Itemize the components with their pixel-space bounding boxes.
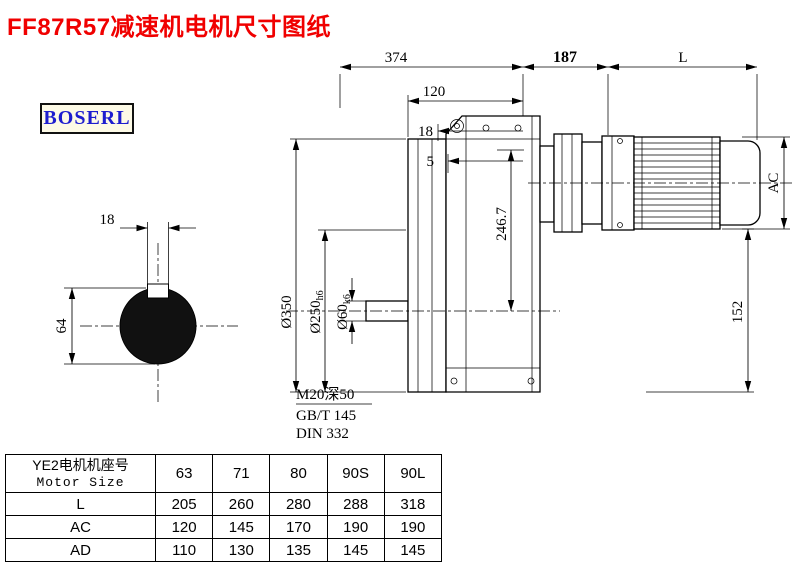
header-size-80: 80 <box>269 454 328 493</box>
table-cell: 260 <box>212 492 271 516</box>
header-motor-size-cell: YE2电机机座号 Motor Size <box>5 454 156 493</box>
mounting-flange <box>407 138 447 393</box>
table-cell: 205 <box>154 492 214 516</box>
dim-key-width-label: 18 <box>100 212 115 228</box>
table-header-row: YE2电机机座号 Motor Size 63 71 80 90S 90L <box>5 454 442 493</box>
row-label-AD: AD <box>5 538 156 562</box>
header-en-label: Motor Size <box>36 475 125 490</box>
dim-shaft-64-label: 64 <box>54 318 70 334</box>
dim-18-flange: 18 <box>418 124 523 141</box>
table-cell: 145 <box>383 538 442 562</box>
shaft-section-circle <box>119 287 197 365</box>
table-cell: 110 <box>154 538 214 562</box>
main-view-gearbox-motor <box>286 115 792 393</box>
table-row-L: L 205 260 280 288 318 <box>5 492 442 516</box>
dim-d350-label: Ø350 <box>279 295 295 328</box>
shaft-section-view <box>80 243 238 405</box>
table-row-AC: AC 120 145 170 190 190 <box>5 515 442 539</box>
brand-logo: BOSERL <box>40 103 134 134</box>
note-thread: M20深50 <box>296 386 354 403</box>
page-title: FF87R57减速机电机尺寸图纸 <box>7 14 332 41</box>
dim-120-label: 120 <box>423 84 446 100</box>
table-cell: 130 <box>212 538 271 562</box>
table-cell: 318 <box>383 492 442 516</box>
row-label-L: L <box>5 492 156 516</box>
dim-187: 187 <box>523 49 609 135</box>
dim-246-7-label: 246.7 <box>494 207 510 241</box>
dim-246-7: 246.7 <box>494 149 524 311</box>
header-size-71: 71 <box>212 454 271 493</box>
dim-120: 120 <box>407 84 523 137</box>
keyway <box>147 283 169 299</box>
table-cell: 190 <box>383 515 442 539</box>
dim-5-label: 5 <box>427 154 435 170</box>
header-size-90L: 90L <box>383 454 442 493</box>
dim-d250h6-label: Ø250h6 <box>308 290 326 333</box>
table-cell: 280 <box>269 492 328 516</box>
table-cell: 288 <box>326 492 385 516</box>
dim-key-width-18: 18 <box>100 212 196 290</box>
dim-L: L <box>608 50 758 140</box>
table-cell: 145 <box>326 538 385 562</box>
header-size-63: 63 <box>154 454 214 493</box>
note-din-standard: DIN 332 <box>296 426 349 442</box>
dim-AC: AC <box>742 136 790 230</box>
header-cn-label: YE2电机机座号 <box>32 457 129 473</box>
dim-374: 374 <box>339 50 524 116</box>
table-cell: 170 <box>269 515 328 539</box>
shaft-end-notes: M20深50 GB/T 145 DIN 332 <box>296 386 372 442</box>
header-size-90S: 90S <box>326 454 385 493</box>
dim-152-label: 152 <box>730 301 746 324</box>
table-row-AD: AD 110 130 135 145 145 <box>5 538 442 562</box>
row-label-AC: AC <box>5 515 156 539</box>
table-cell: 145 <box>212 515 271 539</box>
dim-d60k6-label: Ø60k6 <box>335 294 353 330</box>
note-gb-standard: GB/T 145 <box>296 408 356 424</box>
motor-adapter <box>539 133 635 233</box>
dim-d60k6: Ø60k6 <box>335 278 366 344</box>
dim-shaft-64: 64 <box>54 287 155 365</box>
motor-size-table: YE2电机机座号 Motor Size 63 71 80 90S 90L L 2… <box>5 454 442 562</box>
dim-d250h6: Ø250h6 <box>308 229 406 392</box>
dim-AC-label: AC <box>766 173 782 194</box>
dim-152: 152 <box>646 228 754 393</box>
dim-187-label: 187 <box>553 49 577 66</box>
dimensions: 374 187 L 120 18 5 <box>54 49 790 442</box>
dim-L-label: L <box>678 50 687 66</box>
gear-housing <box>445 115 541 393</box>
dim-d350: Ø350 <box>279 138 406 393</box>
eyebolt-icon <box>450 119 464 133</box>
brand-logo-text: BOSERL <box>43 107 131 129</box>
table-cell: 190 <box>326 515 385 539</box>
table-cell: 135 <box>269 538 328 562</box>
dim-374-label: 374 <box>385 50 408 66</box>
table-cell: 120 <box>154 515 214 539</box>
dim-18-flange-label: 18 <box>418 124 433 140</box>
